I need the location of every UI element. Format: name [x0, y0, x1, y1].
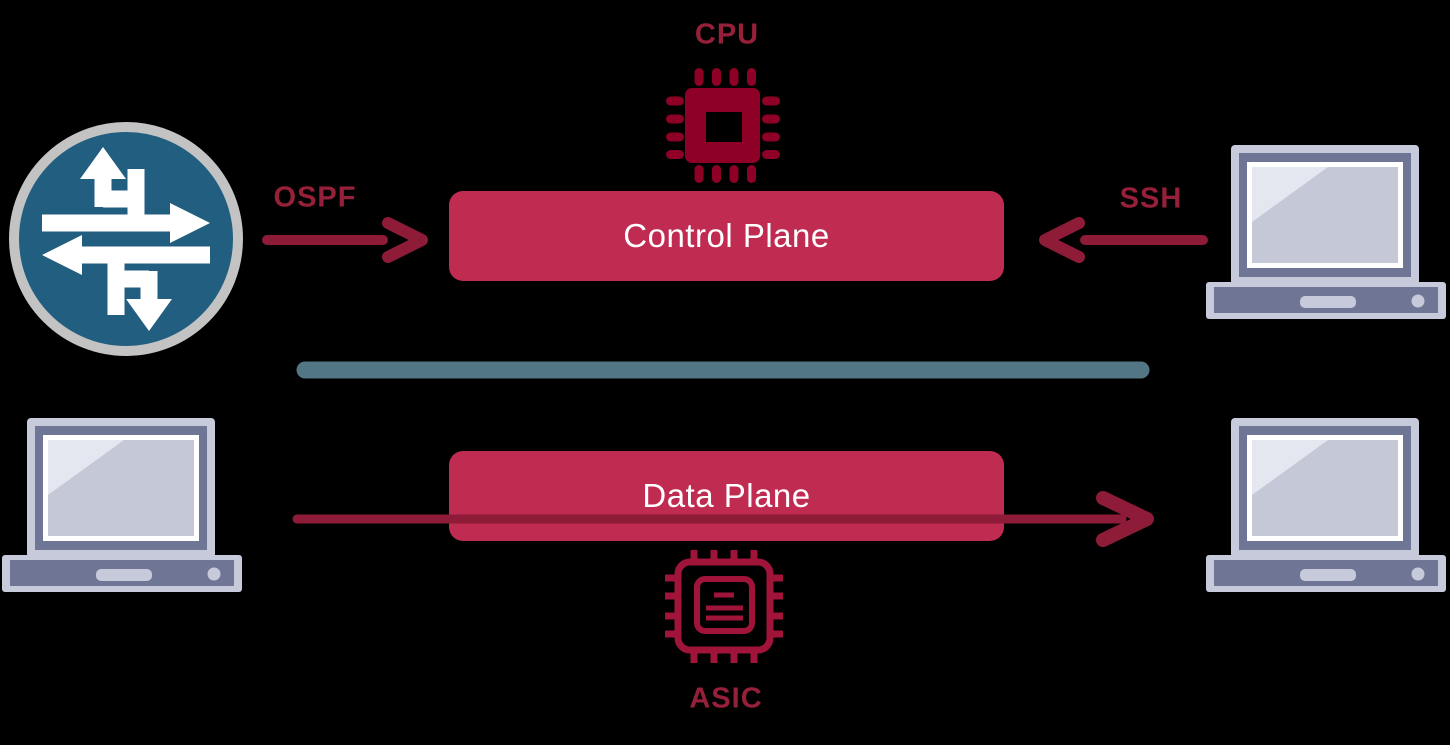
ssh-label: SSH — [1119, 182, 1183, 215]
control-plane-box: Control Plane — [449, 191, 1004, 281]
asic-label: ASIC — [689, 682, 763, 715]
ospf-arrow-icon — [262, 217, 428, 263]
data-plane-box: Data Plane — [449, 451, 1004, 541]
asic-chip-icon — [665, 550, 783, 663]
control-plane-label: Control Plane — [623, 217, 830, 254]
router-icon — [9, 122, 243, 356]
ospf-label: OSPF — [273, 181, 357, 214]
cpu-label: CPU — [694, 18, 760, 51]
data-plane-label: Data Plane — [642, 477, 811, 514]
cpu-chip-icon — [666, 68, 780, 183]
ssh-arrow-icon — [1039, 217, 1208, 263]
